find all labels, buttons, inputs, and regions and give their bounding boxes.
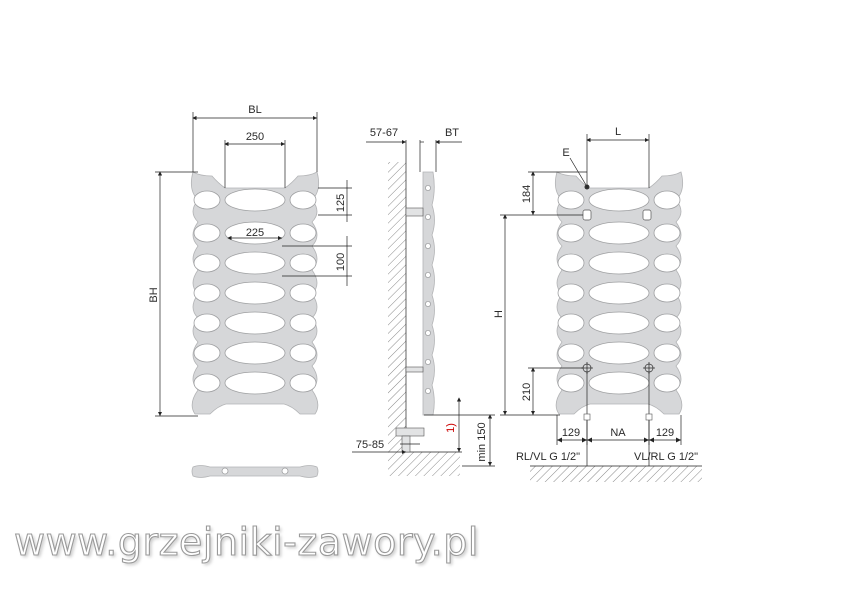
dim-57-67-label: 57-67 bbox=[370, 127, 398, 139]
min-150-label: min 150 bbox=[476, 422, 488, 461]
rear-bracket-right bbox=[642, 209, 652, 221]
upper-bracket bbox=[405, 207, 424, 217]
vl-rl-label: VL/RL G 1/2" bbox=[634, 451, 698, 463]
front-view: BL 250 225 125 100 BH bbox=[148, 104, 352, 478]
dim-129-left-label: 129 bbox=[562, 427, 580, 439]
side-pipe-circles bbox=[424, 184, 431, 394]
rear-bracket-left bbox=[582, 209, 592, 221]
dim-125-label: 125 bbox=[335, 194, 347, 212]
floor-hatch bbox=[388, 452, 460, 476]
dim-184-label: 184 bbox=[521, 185, 533, 203]
bl-label: BL bbox=[248, 104, 261, 116]
dim-100-label: 100 bbox=[335, 253, 347, 271]
rear-oval-holes bbox=[557, 188, 681, 395]
watermark: www.grzejniki-zawory.pl bbox=[13, 519, 479, 564]
width-250-label: 250 bbox=[246, 131, 264, 143]
h-label: H bbox=[493, 310, 505, 318]
rear-floor-hatch bbox=[530, 466, 702, 482]
rear-view: E L 184 H 210 129 NA bbox=[493, 126, 702, 482]
e-label: E bbox=[562, 147, 569, 159]
na-label: NA bbox=[610, 427, 626, 439]
wall-hatch bbox=[388, 162, 406, 452]
lower-bracket bbox=[405, 366, 424, 373]
front-oval-holes bbox=[193, 188, 317, 395]
bt-label: BT bbox=[445, 127, 459, 139]
bh-label: BH bbox=[148, 287, 160, 302]
width-225-label: 225 bbox=[246, 227, 264, 239]
note-1-label: 1) bbox=[445, 423, 457, 433]
l-label: L bbox=[615, 126, 621, 138]
rl-vl-label: RL/VL G 1/2" bbox=[516, 451, 580, 463]
side-view: 57-67 BT 1) min 150 75-85 bbox=[352, 127, 495, 476]
top-view-strip bbox=[191, 465, 319, 478]
side-radiator-profile bbox=[422, 171, 435, 416]
valve-connector bbox=[395, 427, 425, 437]
dim-129-right-label: 129 bbox=[656, 427, 674, 439]
dim-210-label: 210 bbox=[521, 383, 533, 401]
dim-75-85-label: 75-85 bbox=[356, 439, 384, 451]
